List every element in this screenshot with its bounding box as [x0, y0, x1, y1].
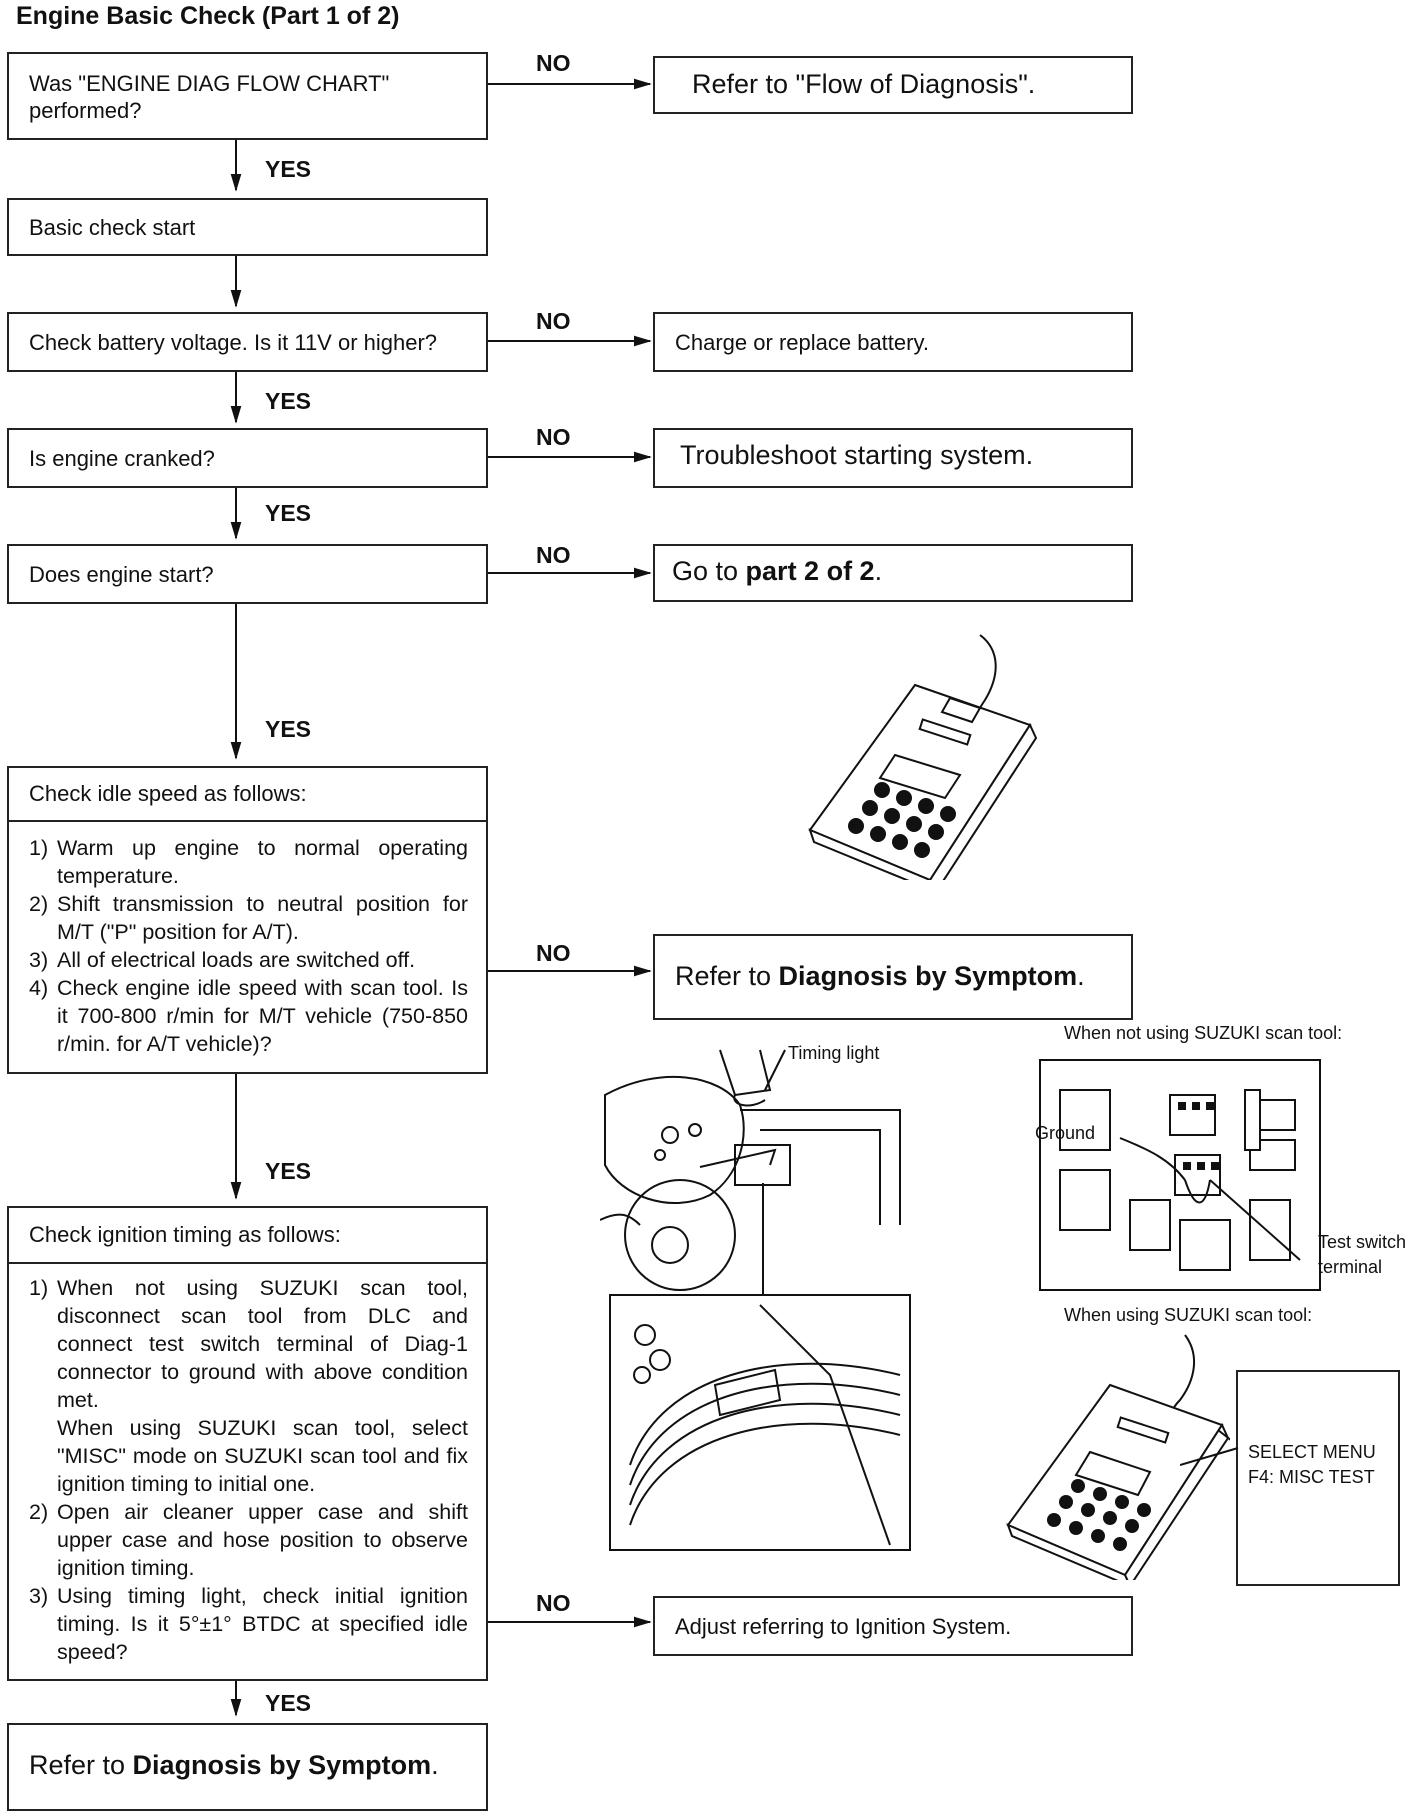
yes-label: YES: [265, 1158, 312, 1184]
no-label: NO: [536, 308, 571, 334]
timing-light-caption: Timing light: [788, 1043, 880, 1063]
basic-check-start-box: Basic check start: [7, 198, 488, 256]
result-text: Refer to "Flow of Diagnosis".: [692, 69, 1036, 99]
menu-line-1: SELECT MENU: [1248, 1442, 1376, 1462]
result-flow-of-diagnosis: Refer to "Flow of Diagnosis".: [653, 56, 1133, 114]
step-item: When using SUZUKI scan tool, select "MIS…: [29, 1414, 468, 1498]
yes-label: YES: [265, 716, 312, 742]
result-text: Refer to Diagnosis by Symptom.: [675, 961, 1085, 991]
using-tool-caption: When using SUZUKI scan tool:: [1064, 1305, 1313, 1325]
step-text: When using SUZUKI scan tool, select "MIS…: [57, 1416, 468, 1496]
step-text: Open air cleaner upper case and shift up…: [57, 1500, 468, 1580]
step-item: 3) All of electrical loads are switched o…: [29, 946, 468, 974]
step-text: Using timing light, check initial igniti…: [57, 1584, 468, 1664]
step-text: Warm up engine to normal operating tempe…: [57, 836, 468, 888]
ground-caption: Ground: [1035, 1123, 1096, 1143]
step-item: 2) Open air cleaner upper case and shift …: [29, 1498, 468, 1582]
terminal-caption: terminal: [1318, 1257, 1383, 1277]
step-text: Shift transmission to neutral position f…: [57, 892, 468, 944]
result-diagnosis-by-symptom: Refer to Diagnosis by Symptom.: [653, 934, 1133, 1020]
question-diag-chart-box: Was "ENGINE DIAG FLOW CHART" performed?: [7, 52, 488, 140]
timing-header: Check ignition timing as follows:: [9, 1208, 486, 1264]
idle-steps-list: 1) Warm up engine to normal operating tem…: [29, 834, 468, 1058]
no-label: NO: [536, 542, 571, 568]
result-text: Go to part 2 of 2.: [672, 556, 883, 586]
yes-label: YES: [265, 1690, 312, 1716]
page-title: Engine Basic Check (Part 1 of 2): [16, 2, 400, 30]
no-label: NO: [536, 50, 571, 76]
yes-label: YES: [265, 156, 312, 182]
no-label: NO: [536, 1590, 571, 1616]
no-label: NO: [536, 940, 571, 966]
step-number: 4): [29, 976, 49, 1000]
step-item: 2) Shift transmission to neutral position…: [29, 890, 468, 946]
idle-speed-box: Check idle speed as follows: 1) Warm up e…: [7, 766, 488, 1074]
idle-header: Check idle speed as follows:: [9, 768, 486, 822]
question-text: Check battery voltage. Is it 11V or high…: [29, 330, 438, 355]
question-start-box: Does engine start?: [7, 544, 488, 604]
step-text: All of electrical loads are switched off…: [57, 948, 416, 972]
result-text: Adjust referring to Ignition System.: [675, 1614, 1012, 1639]
yes-label: YES: [265, 388, 312, 414]
no-label: NO: [536, 424, 571, 450]
step-text: Check engine idle speed with scan tool. …: [57, 976, 468, 1056]
menu-pointer-line: [1180, 1447, 1239, 1466]
step-number: 1): [29, 836, 49, 860]
scan-tool-illustration-2: [1006, 1334, 1230, 1580]
step-number: 2): [29, 892, 49, 916]
result-adjust-ignition: Adjust referring to Ignition System.: [653, 1596, 1133, 1656]
question-cranked-box: Is engine cranked?: [7, 428, 488, 488]
ignition-timing-box: Check ignition timing as follows: 1) When…: [7, 1206, 488, 1681]
step-number: 2): [29, 1500, 49, 1524]
timing-light-engine-illustration: [600, 1049, 911, 1551]
question-text: Was "ENGINE DIAG FLOW CHART" performed?: [29, 71, 390, 123]
question-text: Is engine cranked?: [29, 446, 215, 471]
idle-header-text: Check idle speed as follows:: [29, 781, 307, 806]
not-using-tool-caption: When not using SUZUKI scan tool:: [1064, 1023, 1343, 1043]
yes-label: YES: [265, 500, 312, 526]
step-number: 3): [29, 1584, 49, 1608]
menu-select-box: SELECT MENU F4: MISC TEST: [1236, 1370, 1400, 1586]
diag-connector-illustration: [1039, 1059, 1321, 1291]
question-text: Does engine start?: [29, 562, 214, 587]
step-text: When not using SUZUKI scan tool, disconn…: [57, 1276, 468, 1412]
timing-steps-list: 1) When not using SUZUKI scan tool, disco…: [29, 1274, 468, 1666]
scan-tool-illustration: [808, 634, 1038, 880]
result-go-to-part2: Go to part 2 of 2.: [653, 544, 1133, 602]
result-text: Troubleshoot starting system.: [680, 440, 1034, 470]
step-item: 1) Warm up engine to normal operating tem…: [29, 834, 468, 890]
step-item: 4) Check engine idle speed with scan tool…: [29, 974, 468, 1058]
final-text: Refer to Diagnosis by Symptom.: [29, 1750, 439, 1780]
step-item: 3) Using timing light, check initial igni…: [29, 1582, 468, 1666]
result-text: Charge or replace battery.: [675, 330, 929, 355]
result-troubleshoot-starting: Troubleshoot starting system.: [653, 428, 1133, 488]
start-text: Basic check start: [29, 215, 196, 240]
step-number: 1): [29, 1276, 49, 1300]
final-result-box: Refer to Diagnosis by Symptom.: [7, 1723, 488, 1811]
step-item: 1) When not using SUZUKI scan tool, disco…: [29, 1274, 468, 1414]
timing-header-text: Check ignition timing as follows:: [29, 1222, 341, 1247]
menu-line-2: F4: MISC TEST: [1248, 1467, 1375, 1487]
question-battery-box: Check battery voltage. Is it 11V or high…: [7, 312, 488, 372]
step-number: 3): [29, 948, 49, 972]
result-charge-battery: Charge or replace battery.: [653, 312, 1133, 372]
test-switch-caption: Test switch: [1318, 1232, 1407, 1252]
